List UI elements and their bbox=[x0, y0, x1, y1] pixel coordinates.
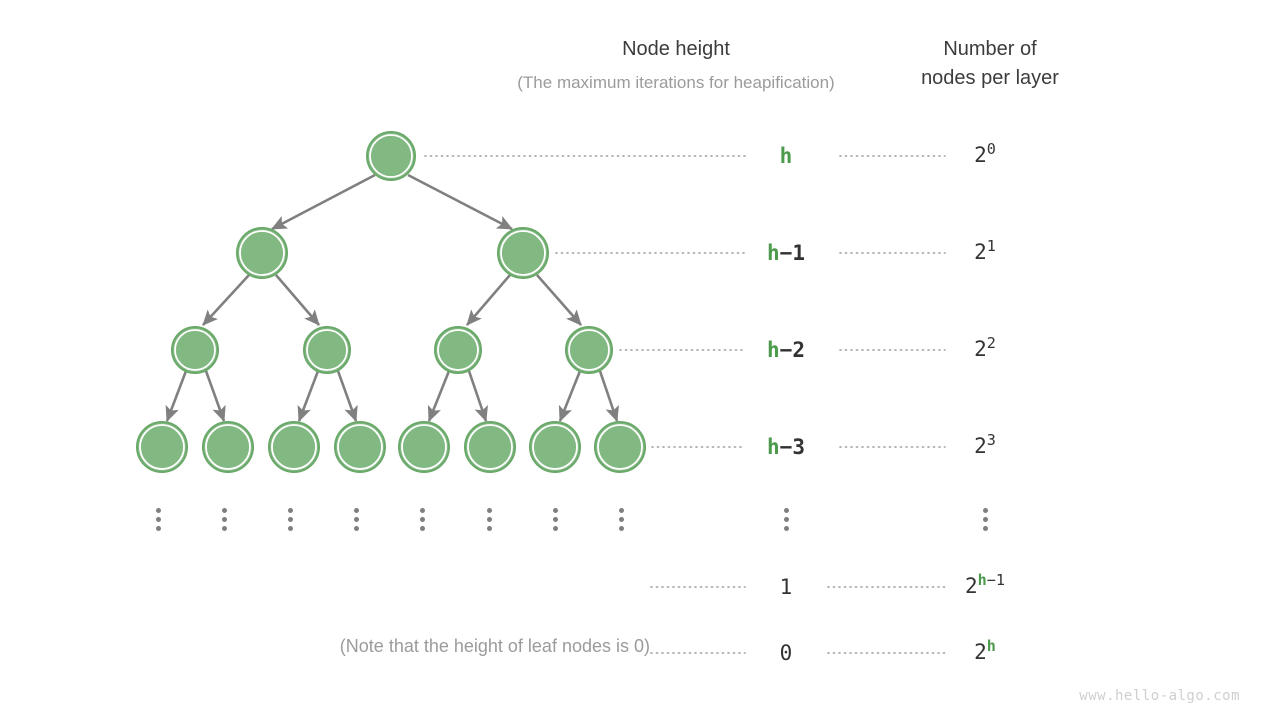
tree-edges bbox=[165, 173, 619, 422]
tree-node-leaf-4 bbox=[398, 421, 450, 473]
count-base-row-1: 2 bbox=[974, 240, 987, 264]
height-symbol-row-1: h bbox=[767, 241, 780, 265]
ellipsis-leaf-6 bbox=[545, 508, 565, 531]
site-watermark: www.hello-algo.com bbox=[1079, 688, 1240, 704]
ellipsis-leaf-3 bbox=[346, 508, 366, 531]
ellipsis-height-column bbox=[776, 508, 796, 531]
height-suffix-row-3: −3 bbox=[779, 435, 805, 459]
tree-node-leaf-5 bbox=[464, 421, 516, 473]
count-exponent-row-2: 2 bbox=[986, 334, 996, 352]
ellipsis-leaf-4 bbox=[412, 508, 432, 531]
tree-node-l2-2 bbox=[434, 326, 482, 374]
ellipsis-count-column bbox=[975, 508, 995, 531]
height-value-row-1: h−1 bbox=[726, 241, 846, 265]
height-value-row-4: 1 bbox=[779, 575, 793, 599]
height-column-title: Node height bbox=[622, 38, 730, 60]
tree-node-root bbox=[366, 131, 416, 181]
tree-node-l1-0 bbox=[236, 227, 288, 279]
count-base-row-0: 2 bbox=[974, 143, 987, 167]
height-value-row-5: 0 bbox=[779, 641, 793, 665]
height-symbol-row-3: h bbox=[767, 435, 780, 459]
height-value-row-2: h−2 bbox=[726, 338, 846, 362]
height-value-row-3: h−3 bbox=[726, 435, 846, 459]
tree-node-l2-3 bbox=[565, 326, 613, 374]
tree-node-leaf-3 bbox=[334, 421, 386, 473]
ellipsis-leaf-7 bbox=[611, 508, 631, 531]
ellipsis-leaf-0 bbox=[148, 508, 168, 531]
tree-node-l1-1 bbox=[497, 227, 549, 279]
count-column-title: Number of bbox=[943, 38, 1037, 60]
tree-node-leaf-2 bbox=[268, 421, 320, 473]
tree-node-l2-0 bbox=[171, 326, 219, 374]
count-exponent-row-1: 1 bbox=[986, 237, 996, 255]
count-column-subtitle: nodes per layer bbox=[921, 67, 1059, 89]
tree-node-leaf-1 bbox=[202, 421, 254, 473]
height-symbol-row-2: h bbox=[767, 338, 780, 362]
ellipsis-leaf-5 bbox=[479, 508, 499, 531]
count-value-row-5: 2h bbox=[915, 637, 1055, 664]
tree-node-l2-1 bbox=[303, 326, 351, 374]
count-exponent-row-3: 3 bbox=[986, 431, 996, 449]
count-exponent-row-0: 0 bbox=[986, 140, 996, 158]
count-value-row-4: 2h−1 bbox=[915, 571, 1055, 598]
height-symbol-row-0: h bbox=[779, 144, 793, 168]
tree-node-leaf-7 bbox=[594, 421, 646, 473]
count-value-row-2: 22 bbox=[915, 334, 1055, 361]
count-exponent-row-4: −1 bbox=[986, 571, 1005, 589]
count-exponent-symbol-row-4: h bbox=[977, 571, 987, 589]
leader-lines bbox=[424, 155, 946, 654]
leaf-height-note: (Note that the height of leaf nodes is 0… bbox=[339, 636, 650, 656]
tree-node-leaf-0 bbox=[136, 421, 188, 473]
tree-nodes bbox=[136, 131, 646, 473]
ellipsis-leaf-1 bbox=[214, 508, 234, 531]
count-base-row-3: 2 bbox=[974, 434, 987, 458]
count-base-row-5: 2 bbox=[974, 640, 987, 664]
height-column-subtitle: (The maximum iterations for heapificatio… bbox=[517, 73, 835, 92]
count-base-row-4: 2 bbox=[965, 574, 978, 598]
height-suffix-row-1: −1 bbox=[779, 241, 805, 265]
count-exponent-symbol-row-5: h bbox=[986, 637, 996, 655]
height-value-row-0: h bbox=[726, 144, 846, 168]
tree-node-leaf-6 bbox=[529, 421, 581, 473]
height-suffix-row-2: −2 bbox=[779, 338, 805, 362]
count-base-row-2: 2 bbox=[974, 337, 987, 361]
count-value-row-3: 23 bbox=[915, 431, 1055, 458]
count-value-row-1: 21 bbox=[915, 237, 1055, 264]
ellipsis-leaf-2 bbox=[280, 508, 300, 531]
count-value-row-0: 20 bbox=[915, 140, 1055, 167]
